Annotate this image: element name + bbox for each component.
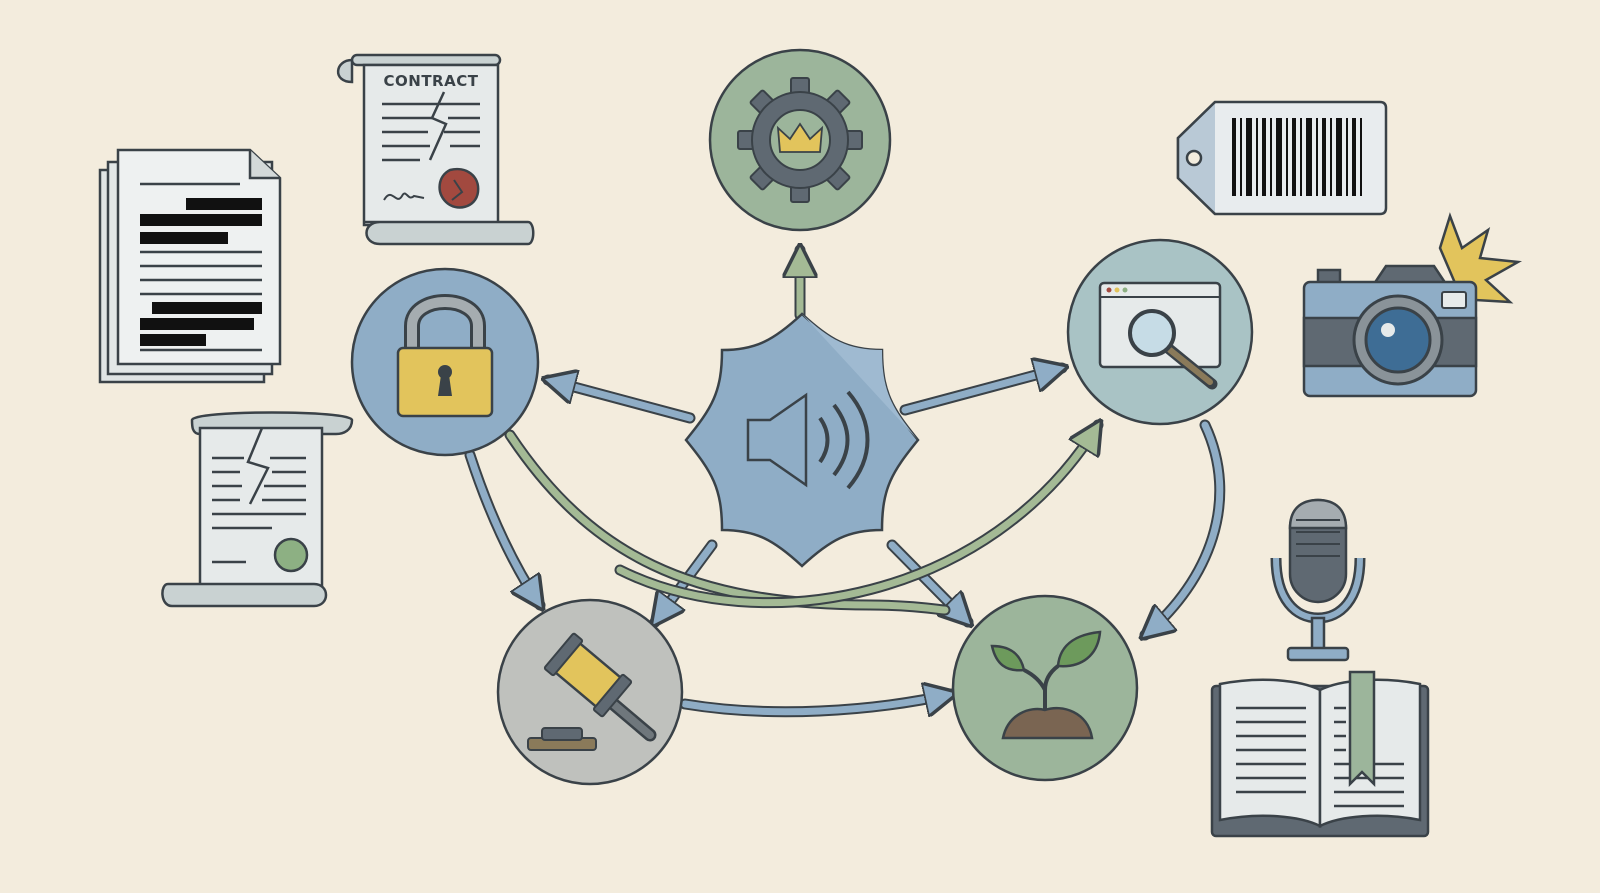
sprout-icon xyxy=(990,630,1102,740)
contract-scroll: CONTRACT xyxy=(336,53,535,246)
speaker-icon xyxy=(746,390,870,490)
torn-scroll xyxy=(161,411,354,608)
signature xyxy=(383,192,425,201)
gear-icon xyxy=(737,77,863,203)
search-node[interactable] xyxy=(1066,238,1254,426)
arrow-lock-to-plant xyxy=(504,429,951,616)
bookmark-ribbon xyxy=(1348,670,1376,788)
gavel-icon xyxy=(527,632,657,751)
arrow-speaker-to-search xyxy=(899,368,1062,416)
arrow-speaker-to-lock xyxy=(548,380,696,424)
padlock-icon xyxy=(396,294,494,418)
redacted-document-stack xyxy=(98,148,282,384)
browser-search-icon xyxy=(1098,281,1222,390)
plant-node[interactable] xyxy=(951,594,1139,782)
arrow-gavel-to-search xyxy=(614,425,1098,609)
tear-mark xyxy=(428,91,448,161)
gavel-node[interactable] xyxy=(496,598,684,786)
tear-mark xyxy=(246,427,270,505)
open-book-icon xyxy=(1210,670,1430,838)
camera-icon xyxy=(1302,212,1523,398)
barcode-tag xyxy=(1176,100,1388,216)
crown-icon xyxy=(776,122,824,153)
arrow-lock-to-gavel xyxy=(464,449,540,605)
connectors xyxy=(464,250,1226,718)
lock-node[interactable] xyxy=(350,267,540,457)
gear-node[interactable] xyxy=(708,48,892,232)
arrow-speaker-to-plant xyxy=(886,539,968,622)
speaker-node[interactable] xyxy=(684,312,920,568)
barcode-icon xyxy=(1232,118,1362,196)
green-seal-icon xyxy=(273,537,309,573)
arrow-search-to-plant xyxy=(1145,419,1226,635)
arrow-gavel-to-plant xyxy=(679,694,952,718)
contract-title: CONTRACT xyxy=(384,72,479,90)
microphone-icon xyxy=(1270,498,1366,662)
redaction-bars xyxy=(140,198,262,346)
broken-wax-seal-icon xyxy=(438,167,480,209)
